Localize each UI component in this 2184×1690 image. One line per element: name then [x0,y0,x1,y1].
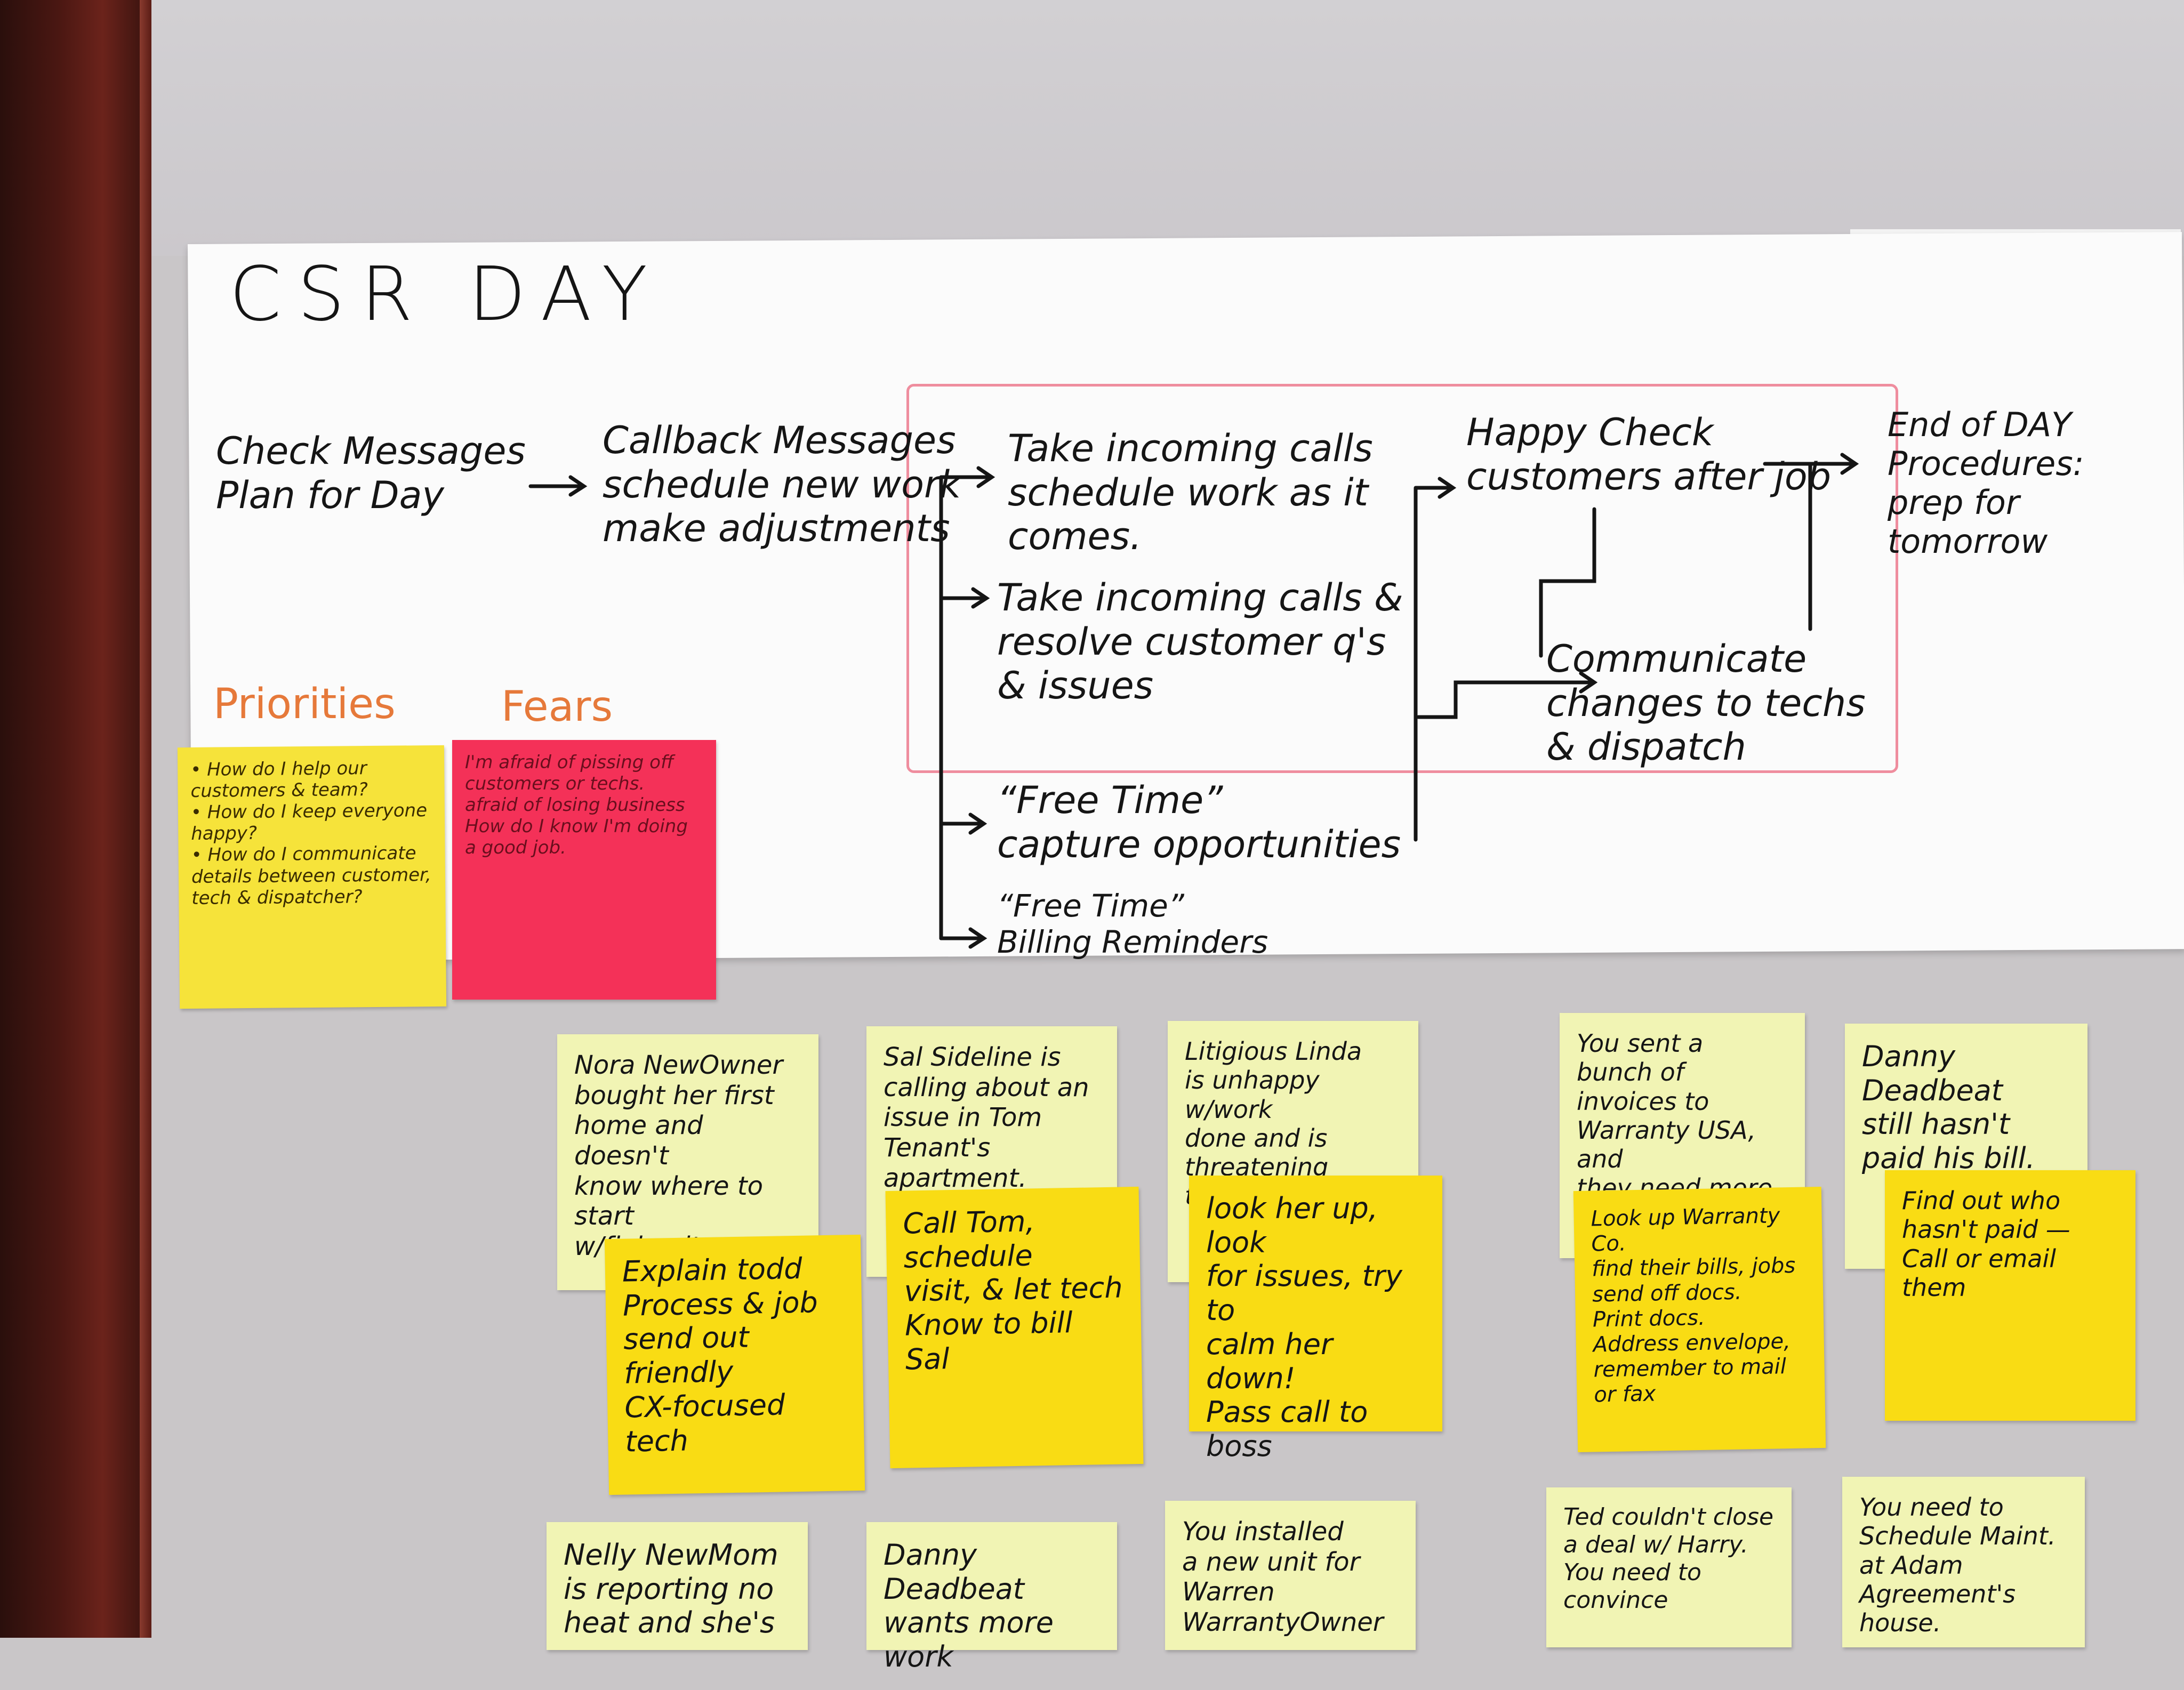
response-text-4: Look up Warranty Co. find their bills, j… [1591,1203,1796,1407]
arrow-to-billing [939,927,987,949]
board-title: CSR DAY [229,251,664,338]
priorities-label: Priorities [213,680,396,728]
bottom-note-text-2: Danny Deadbeat wants more work [884,1538,1054,1674]
arrow-to-take-calls-schedule [939,466,995,488]
bottom-note-2: Danny Deadbeat wants more work [866,1522,1117,1673]
priorities-note: • How do I help our customers & team? • … [177,745,447,1009]
response-text-3: look her up, look for issues, try to cal… [1206,1192,1402,1463]
door-frame-edge [140,0,151,1638]
arrow-to-free-time [939,812,987,835]
response-text-2: Call Tom, schedule visit, & let tech Kno… [903,1204,1123,1377]
response-text-1: Explain todd Process & job send out frie… [622,1251,818,1459]
response-text-5: Find out who hasn't paid — Call or email… [1902,1186,2070,1302]
door-frame [0,0,147,1638]
bottom-note-text-1: Nelly NewMom is reporting no heat and sh… [564,1538,778,1640]
step-end-of-day: End of DAY Procedures: prep for tomorrow [1888,405,2084,561]
step-happy-check: Happy Check customers after job [1466,411,1832,498]
pink-outline [906,384,1898,773]
step-free-time-billing: “Free Time” Billing Reminders [997,888,1268,961]
bottom-note-text-3: You installed a new unit for Warren Warr… [1182,1517,1384,1637]
bottom-note-text-5: You need to Schedule Maint. at Adam Agre… [1859,1493,2056,1638]
bottom-note-1: Nelly NewMom is reporting no heat and sh… [547,1522,808,1650]
step-callback-messages: Callback Messages schedule new work make… [603,419,961,551]
response-note-4: Look up Warranty Co. find their bills, j… [1573,1186,1826,1453]
step-check-messages: Check Messages Plan for Day [216,429,526,517]
flow-arrows [528,453,1859,949]
arrow-to-communicate [1416,671,1598,719]
response-note-1: Explain todd Process & job send out frie… [604,1234,865,1495]
scenario-text-2: Sal Sideline is calling about an issue i… [884,1042,1089,1193]
step-take-calls-resolve: Take incoming calls & resolve customer q… [997,576,1403,708]
bottom-note-3: You installed a new unit for Warren Warr… [1165,1501,1416,1650]
fears-note: I'm afraid of pissing off customers or t… [452,740,716,1000]
fears-label: Fears [501,683,613,731]
response-note-5: Find out who hasn't paid — Call or email… [1885,1170,2135,1421]
step-free-time-opportunities: “Free Time” capture opportunities [997,778,1401,866]
priorities-note-text: • How do I help our customers & team? • … [190,758,431,909]
step-take-calls-schedule: Take incoming calls schedule work as it … [1008,426,1373,559]
bottom-note-5: You need to Schedule Maint. at Adam Agre… [1842,1477,2085,1647]
scenario-text-5: Danny Deadbeat still hasn't paid his bil… [1862,1040,2035,1176]
response-note-3: look her up, look for issues, try to cal… [1189,1176,1442,1463]
arrow-to-take-calls-resolve [939,587,990,609]
wall [0,0,2184,256]
arrow-check-to-callback [528,475,588,497]
step-communicate: Communicate changes to techs & dispatch [1546,637,1866,769]
response-note-2: Call Tom, schedule visit, & let tech Kno… [885,1186,1144,1469]
connector-happy-to-communicate [1539,507,1596,658]
fears-note-text: I'm afraid of pissing off customers or t… [465,752,688,859]
bottom-note-4: Ted couldn't close a deal w/ Harry. You … [1546,1487,1792,1647]
arrow-to-happy-check [1414,477,1457,842]
bottom-note-text-4: Ted couldn't close a deal w/ Harry. You … [1563,1503,1774,1614]
